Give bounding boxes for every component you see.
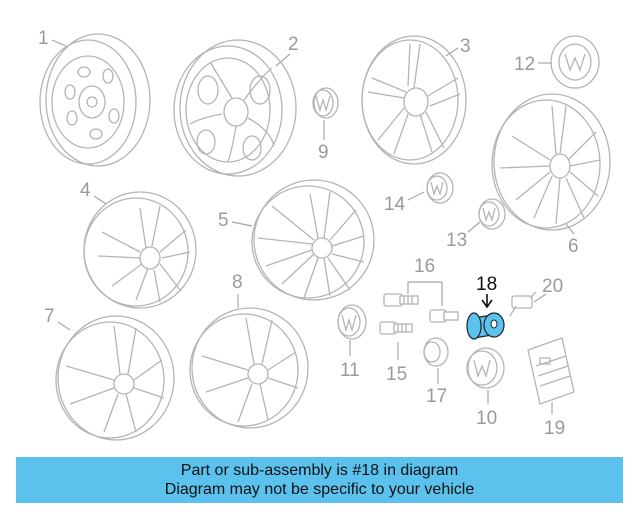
label-12: 12 [514,54,535,75]
label-15: 15 [386,364,407,385]
wheel-4[interactable] [83,191,197,309]
part-17-cap[interactable] [423,337,449,367]
part-18-cap-highlighted[interactable] [466,312,505,340]
label-8: 8 [232,272,243,293]
leader-2 [275,53,291,67]
leader-13 [467,221,481,233]
label-9: 9 [318,142,329,163]
parts-diagram: 1 2 3 9 12 [38,28,611,441]
leader-3 [445,47,459,57]
part-15-bolt[interactable] [379,321,413,335]
leader-1 [51,39,67,47]
label-6: 6 [568,236,579,257]
leader-4 [93,195,107,205]
label-14: 14 [384,194,406,215]
part-13-center-cap[interactable] [478,198,506,230]
label-18: 18 [476,274,497,295]
label-11: 11 [340,360,360,381]
banner-line-1: Part or sub-assembly is #18 in diagram [180,462,459,479]
part-16-wheel-bolt[interactable] [383,293,419,307]
part-20-valve-sensor[interactable] [509,291,537,317]
part-9-center-cap[interactable] [312,87,339,119]
wheel-2[interactable] [173,39,297,177]
leader-18 [481,294,493,309]
part-16-lock-bolt[interactable] [429,309,459,323]
label-5: 5 [218,210,229,231]
wheel-5[interactable] [251,179,375,301]
label-10: 10 [476,408,497,429]
wheel-7[interactable] [55,315,175,441]
label-13: 13 [446,230,467,251]
part-14-center-cap[interactable] [426,172,454,204]
part-10-center-cap[interactable] [466,347,505,389]
label-2: 2 [288,34,299,55]
wheel-3[interactable] [361,35,467,165]
leader-14 [407,191,425,201]
banner-line-2: Diagram may not be specific to your vehi… [164,481,475,498]
label-19: 19 [544,418,565,439]
wheel-6[interactable] [491,93,611,231]
leader-6 [565,223,575,235]
label-1: 1 [38,28,49,49]
leader-20 [533,293,547,303]
wheel-8[interactable] [189,307,309,429]
part-19-control-module[interactable] [527,337,575,405]
label-20: 20 [542,276,563,297]
leader-16 [407,281,443,306]
label-16: 16 [414,256,435,277]
leader-7 [57,321,71,331]
leader-5 [231,221,253,227]
label-7: 7 [44,306,55,327]
info-banner: Part or sub-assembly is #18 in diagram D… [16,457,623,503]
part-12-emblem[interactable] [550,35,600,89]
wheel-1[interactable] [39,33,151,167]
part-11-center-cap[interactable] [337,304,367,340]
label-3: 3 [460,36,471,57]
label-17: 17 [426,386,447,407]
label-4: 4 [80,180,91,201]
